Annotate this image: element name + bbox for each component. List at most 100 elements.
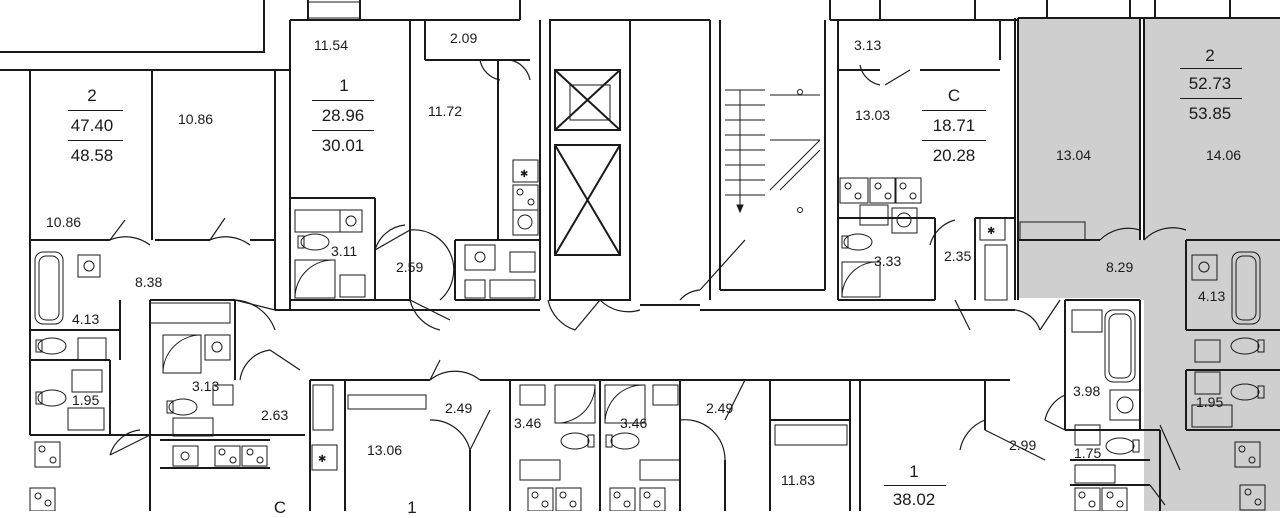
sink-icon [859,204,889,226]
divider [922,140,986,141]
stove-icon: ✱ [979,217,1006,241]
room-area: 11.54 [314,37,348,53]
svg-text:✱: ✱ [987,226,995,237]
bathtub-icon [34,251,64,325]
svg-text:✱: ✱ [318,454,326,465]
sink-icon [77,254,101,278]
washing-machine-icon [294,209,341,233]
sink-icon [77,337,107,361]
sink-icon [1194,339,1221,363]
highlighted-apartment[interactable] [1018,18,1280,511]
room-area: 3.33 [874,253,902,269]
shower-icon [162,334,202,374]
sink-icon [339,274,366,298]
stairs-icon [736,89,803,214]
divider [922,110,986,111]
divider [312,100,374,101]
room-area: 13.03 [855,107,891,123]
room-area: 10.86 [46,214,82,230]
sink-icon [1071,309,1103,333]
sink-icon [71,369,103,393]
apartment-area-total: 53.85 [1188,104,1232,123]
apartment-rooms: 1 [339,76,349,95]
stove-icon [639,487,666,511]
stove-icon [1101,487,1128,511]
apartment-area-living: 18.71 [932,116,976,135]
apartment-rooms: С [273,498,287,517]
stove-icon: ✱ [512,159,539,183]
stove-icon [527,487,554,511]
door-swings [109,59,1187,506]
washing-machine-icon [1109,389,1141,421]
divider [68,140,123,141]
toilet-icon [297,233,330,251]
sink-icon [1194,371,1221,395]
room-area: 13.04 [1056,147,1092,163]
stove-icon [29,487,56,511]
apartment-area-living: 52.73 [1188,74,1232,93]
apartment-area-total: 20.28 [932,146,976,165]
room-area: 1.75 [1074,445,1102,461]
sink-icon [1074,424,1101,446]
room-area: 8.38 [135,274,163,290]
stove-icon [1239,484,1266,511]
room-area: 3.98 [1073,383,1101,399]
stove-icon: ✱ [311,444,338,471]
room-area: 3.13 [192,378,220,394]
divider [1180,68,1242,69]
apartment-rooms: 2 [1205,46,1215,65]
stove-icon [869,177,896,204]
apartment-area-living: 38.02 [892,490,936,509]
shower-icon [841,261,881,298]
apartment-area-total: 48.58 [70,146,114,165]
room-area: 3.11 [331,243,358,259]
room-area: 1.95 [1196,394,1224,410]
shower-icon [554,384,596,424]
toilet-icon [35,337,67,355]
room-area: 2.49 [706,400,734,416]
stove-icon [1074,487,1101,511]
sink-icon [172,445,199,467]
divider [1180,98,1242,99]
stove-icon [241,445,268,467]
toilet-icon [560,432,595,450]
divider [312,130,374,131]
bathtub-icon [1231,251,1261,325]
sink-icon [464,244,496,271]
room-area: 4.13 [1198,288,1226,304]
room-area: 10.86 [178,111,214,127]
sink-icon [204,334,231,361]
divider [884,485,946,486]
room-area: 3.46 [514,415,542,431]
stove-icon [34,441,61,468]
stove-icon [895,177,922,204]
apartment-area-living: 47.40 [70,116,114,135]
room-area: 3.46 [620,415,648,431]
stove-icon [555,487,582,511]
washing-machine-icon [1191,404,1233,428]
stove-icon [214,445,241,467]
shower-icon [604,384,646,424]
toilet-icon [1230,337,1265,355]
room-area: 2.09 [450,30,478,46]
bathtub-icon [1104,309,1136,383]
room-area: 4.13 [72,311,100,327]
shower-icon [294,259,336,299]
stove-icon [839,177,869,204]
elevator-icon [569,84,611,121]
room-area: 2.99 [1009,437,1037,453]
sink-icon [1191,254,1218,281]
room-area: 11.72 [428,103,462,119]
room-area: 2.35 [944,248,972,264]
sink-icon [519,384,546,406]
room-area: 1.95 [72,392,100,408]
washing-machine-icon [172,417,214,437]
washing-machine-icon [512,209,539,236]
apartment-rooms: С [947,86,961,105]
sink-icon [339,209,363,233]
toilet-icon [35,389,67,407]
room-area: 3.13 [854,37,882,53]
sink-icon [652,384,679,406]
